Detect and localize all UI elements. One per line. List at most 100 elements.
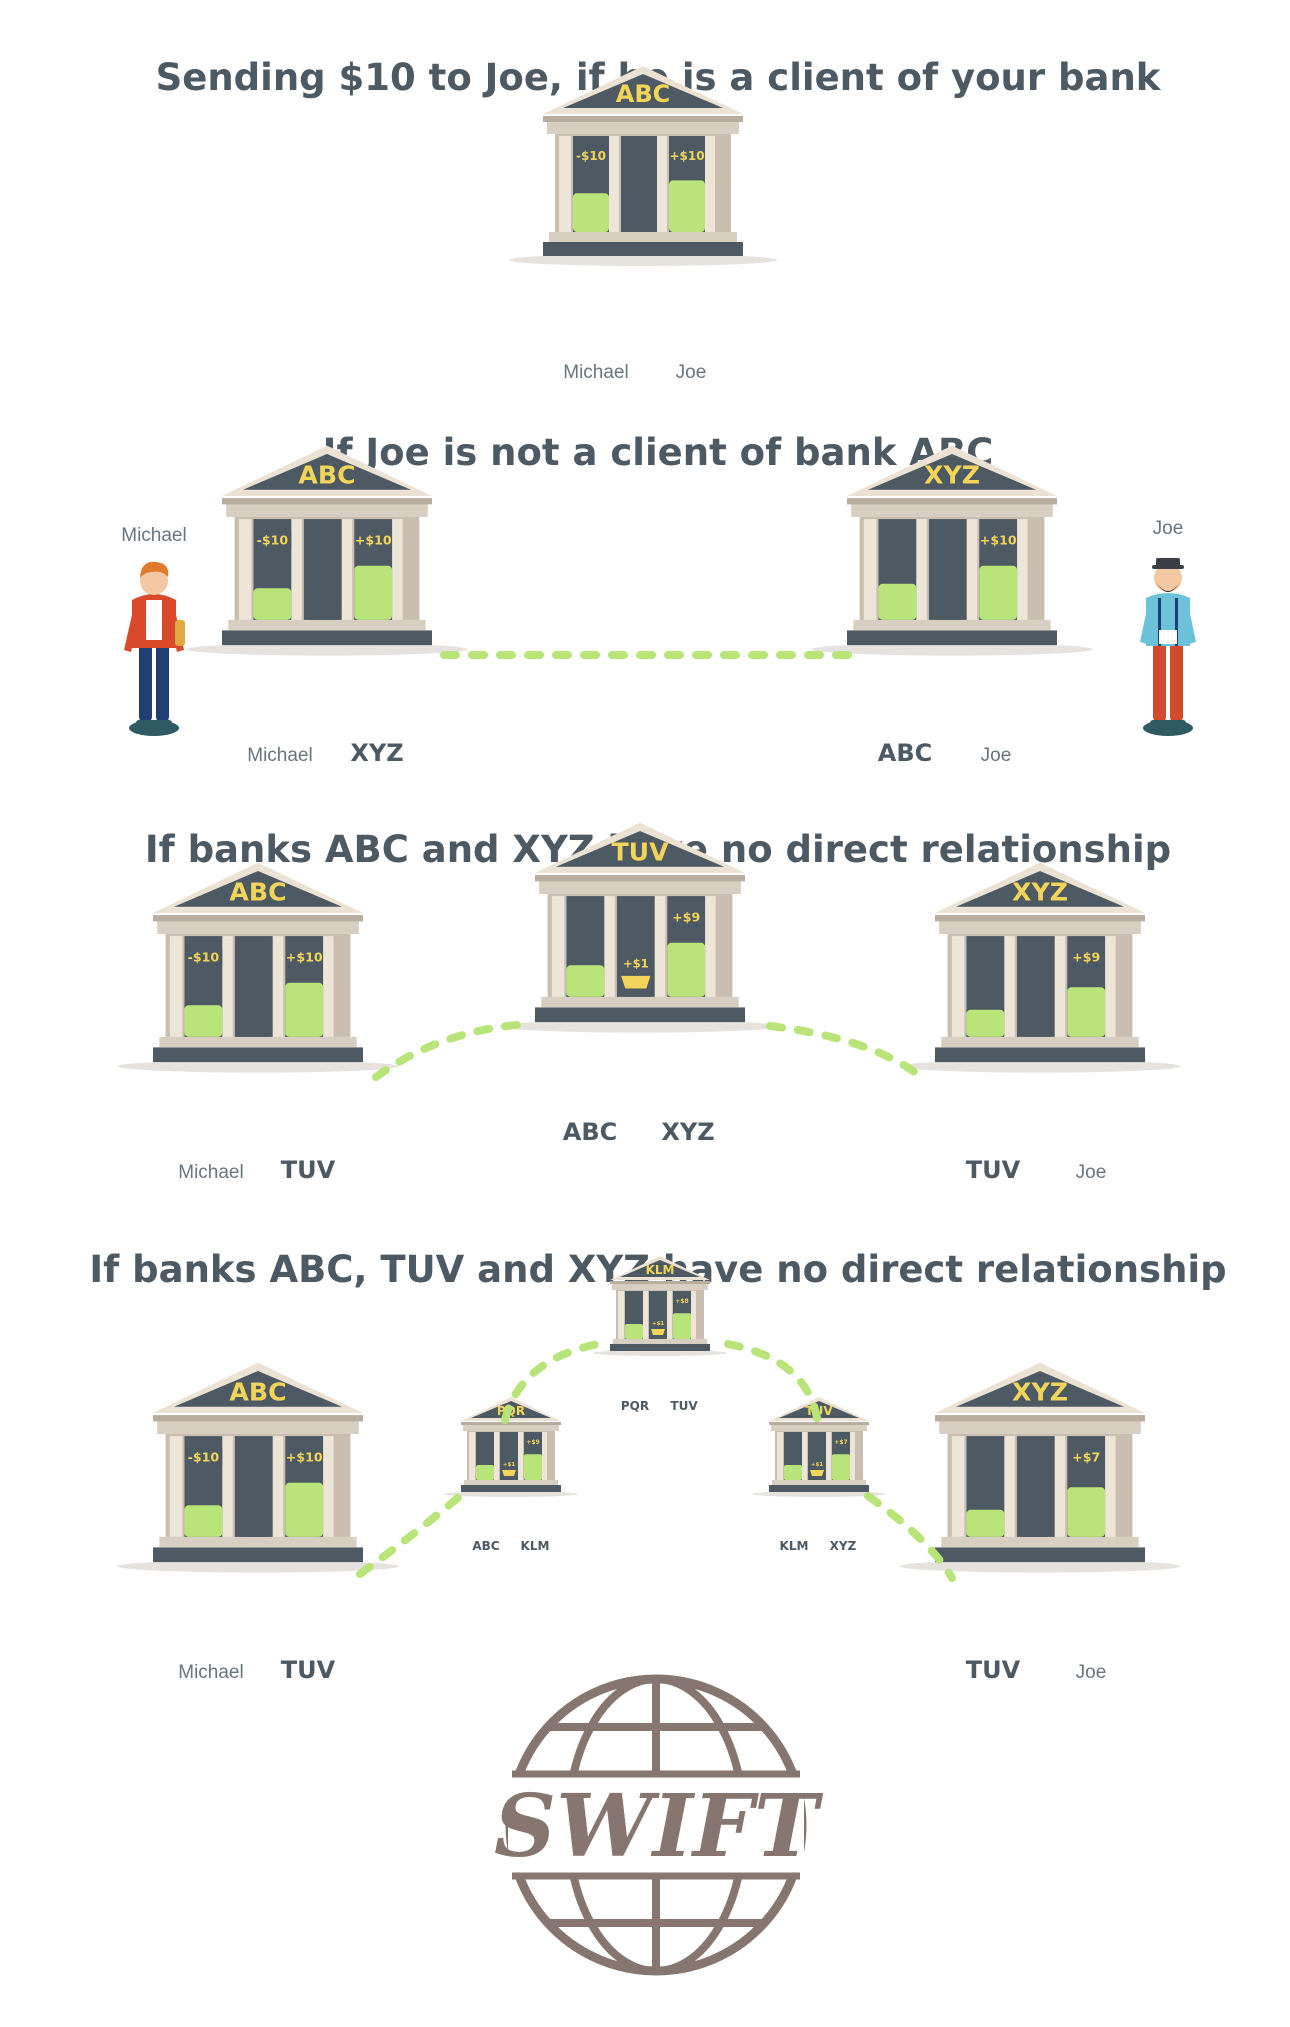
bank-account-slot: [649, 1291, 667, 1339]
account-label-xyz: XYZ: [350, 739, 403, 767]
account-label-klm: KLM: [780, 1539, 809, 1553]
bank-cornice: [543, 116, 743, 122]
account-label-pqr: PQR: [621, 1399, 649, 1413]
bank-column: [703, 136, 715, 232]
credit-amount: +$9: [672, 909, 700, 924]
bank-shadow: [444, 1491, 578, 1497]
fee-amount: +$1: [623, 957, 649, 971]
bank-base: [935, 1547, 1145, 1563]
account-balance-fill: [566, 965, 605, 997]
bank-cornice: [935, 915, 1145, 922]
bank-architrave: [157, 1419, 359, 1434]
bank-base: [610, 1344, 710, 1351]
bank-cornice: [769, 1422, 869, 1425]
bank-column: [777, 1432, 783, 1480]
bank-column: [1002, 936, 1015, 1037]
link-abc-pqr: [356, 1492, 464, 1578]
account-balance-fill: [524, 1454, 542, 1480]
credit-amount: +$10: [286, 949, 323, 964]
debit-amount: -$10: [576, 149, 606, 163]
fee-amount: +$1: [811, 1462, 823, 1468]
bank-step: [941, 1036, 1139, 1048]
swift-logo: SWIFT: [494, 1674, 824, 1976]
bank-cornice: [153, 1415, 363, 1422]
bank-slot-base: [234, 1024, 273, 1037]
bank-column: [339, 519, 353, 620]
bank-cornice: [535, 875, 745, 882]
account-label-joe: Joe: [981, 745, 1012, 766]
account-label-tuv: TUV: [966, 1156, 1021, 1184]
bank-name: ABC: [229, 877, 286, 906]
bank-step: [159, 1536, 357, 1548]
bank-slot-base: [1016, 1024, 1055, 1037]
account-label-xyz: XYZ: [661, 1118, 714, 1146]
account-label-joe: Joe: [676, 362, 707, 383]
bank-account-slot: [500, 1432, 518, 1480]
bank-column: [321, 1436, 334, 1537]
account-balance-fill: [285, 982, 324, 1037]
account-balance-fill: [354, 565, 393, 620]
heading-not-client: If Joe is not a client of bank ABC: [323, 431, 994, 474]
bank-step: [549, 232, 737, 242]
bank-account-slot: [303, 519, 342, 620]
bank-column: [607, 136, 619, 232]
account-label-abc: ABC: [563, 1118, 617, 1146]
credit-amount: +$10: [669, 149, 704, 163]
account-label-michael: Michael: [247, 745, 312, 766]
bank-column: [493, 1432, 499, 1480]
account-balance-fill: [673, 1313, 691, 1339]
bank-architrave: [851, 502, 1053, 517]
account-balance-fill: [832, 1454, 850, 1480]
account-balance-fill: [878, 583, 917, 620]
bank-step: [464, 1480, 558, 1485]
bank-column: [825, 1432, 831, 1480]
bank-column: [1052, 936, 1066, 1037]
bank-column: [289, 519, 302, 620]
link-abc-tuv: [372, 1020, 532, 1081]
swift-logo-text: SWIFT: [494, 1776, 824, 1877]
account-balance-fill: [667, 942, 706, 997]
bank-abc-s1: -$10 +$10 ABC: [509, 66, 777, 266]
account-label-abc: ABC: [472, 1539, 499, 1553]
account-label-joe: Joe: [1076, 1162, 1107, 1183]
bank-base: [222, 630, 432, 646]
bank-architrave: [612, 1283, 708, 1290]
bank-name: ABC: [616, 80, 670, 108]
bank-column: [863, 519, 877, 620]
bank-pediment: [956, 871, 1124, 907]
bank-slot-base: [928, 607, 967, 620]
bank-column: [618, 1291, 624, 1339]
bank-column: [469, 1432, 475, 1480]
bank-column: [238, 519, 252, 620]
fee-coin: [621, 975, 651, 989]
bank-base: [847, 630, 1057, 646]
bank-architrave: [226, 502, 428, 517]
amount-tag: [184, 1448, 223, 1466]
bank-column: [655, 136, 667, 232]
bank-column: [559, 136, 571, 232]
bank-shadow: [899, 1560, 1181, 1573]
bank-account-slot: [234, 1436, 273, 1537]
bank-pediment: [243, 454, 411, 490]
bank-base: [935, 1047, 1145, 1063]
bank-shadow: [117, 1560, 399, 1573]
link-tuv-xyz: [766, 1022, 924, 1080]
bank-column: [169, 1436, 183, 1537]
bank-shadow: [899, 1060, 1181, 1073]
bank-column: [849, 1432, 855, 1480]
amount-tag: [184, 948, 223, 966]
bank-column: [1103, 936, 1116, 1037]
joe-avatar: [1140, 558, 1196, 736]
bank-slot-base: [621, 220, 657, 232]
bank-cornice: [222, 498, 432, 505]
account-label-tuv: TUV: [281, 1656, 336, 1684]
bank-column: [666, 1291, 672, 1339]
bank-account-slot: [1016, 1436, 1055, 1537]
person-label-joe: Joe: [1153, 518, 1184, 539]
bank-architrave: [157, 919, 359, 934]
account-balance-fill: [476, 1464, 494, 1480]
